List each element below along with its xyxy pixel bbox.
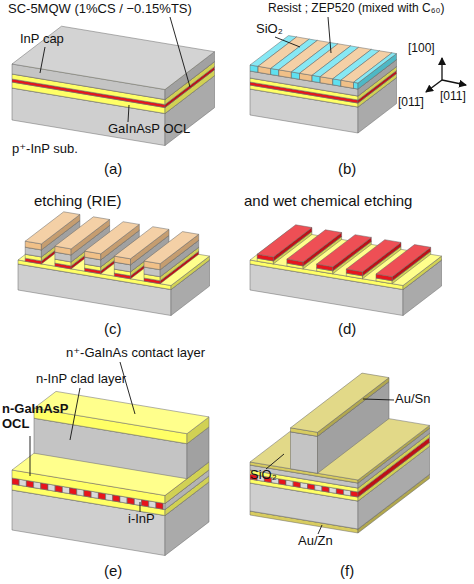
electrode-label: Au/Sn: [395, 392, 430, 407]
layer-label: SiO₂: [250, 468, 277, 483]
panel-letter: (b): [338, 160, 356, 177]
axis-label: [011]: [440, 90, 466, 104]
axis-label: [011̄]: [398, 96, 424, 110]
layer-face: [291, 432, 318, 474]
leader-line: [128, 105, 129, 122]
layer-face: [163, 503, 165, 509]
leader-line: [40, 47, 45, 73]
layer-face: [376, 245, 431, 277]
leader-line: [266, 454, 284, 469]
leader-line: [30, 436, 31, 476]
leader-line: [318, 525, 322, 534]
axis-arrow: [441, 58, 442, 80]
panel-letter: (d): [338, 320, 356, 337]
layer-face: [12, 26, 215, 89]
layer-label: i-InP: [128, 512, 155, 527]
layer-face: [144, 232, 199, 264]
leader-line: [140, 502, 141, 512]
axis-arrow: [442, 80, 466, 85]
layer-label: InP cap: [20, 32, 64, 47]
panel-letter: (f): [340, 562, 354, 579]
layer-face: [291, 373, 390, 432]
leader-line: [170, 17, 190, 87]
layer-face: [358, 54, 397, 89]
step-caption: etching (RIE): [34, 192, 122, 209]
panel-letter: (e): [104, 562, 122, 579]
axis-arrow: [426, 80, 442, 92]
layer-label: n⁺-GaInAs contact layer: [66, 346, 205, 361]
electrode-label: Au/Zn: [298, 534, 333, 549]
step-caption: and wet chemical etching: [244, 192, 412, 209]
panel-letter: (a): [104, 160, 122, 177]
layer-face: [354, 82, 359, 89]
leader-line: [275, 37, 300, 47]
leader-line: [363, 399, 394, 400]
layer-label: p⁺-InP sub.: [12, 142, 78, 157]
layer-face: [354, 53, 397, 83]
layer-label: n-InP clad layer: [36, 372, 126, 387]
leader-line: [70, 388, 80, 440]
layer-label: n-GaInAsP OCL: [2, 402, 80, 432]
panel-letter: (c): [104, 320, 122, 337]
leader-line: [120, 362, 135, 414]
leader-line: [328, 17, 331, 53]
layer-label: GaInAsP OCL: [108, 122, 190, 137]
structure-label: SC-5MQW (1%CS / −0.15%TS): [8, 2, 192, 17]
layer-face: [18, 264, 171, 316]
layer-label: SiO₂: [256, 22, 283, 37]
axis-label: [100]: [408, 42, 435, 56]
layer-label: Resist ; ZEP520 (mixed with C₆₀): [268, 2, 445, 16]
